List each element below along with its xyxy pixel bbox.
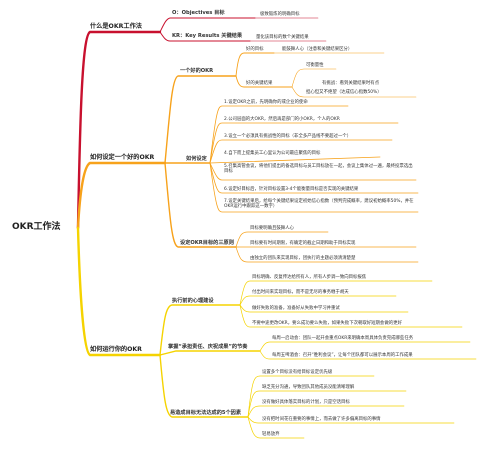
branch-how-to-set-okr: 如何设定一个好的OKR (90, 154, 155, 161)
step-2: 2.公司层面的大OKR，然后再是部门的小OKR，个人的OKR (224, 117, 340, 122)
mental-item-3: 做好失败的准备，准备好从失败中学习并重试 (252, 306, 340, 311)
factor-2: 缺乏充分沟通，导致团队其他成员没能清晰理解 (262, 385, 355, 390)
root-to-branch-red (76, 30, 162, 230)
node-key-results: KR：Key Results 关键结果 (172, 33, 243, 39)
node-rhythm: 掌握“承担责任、庆祝成果”的节奏 (168, 344, 248, 350)
node-good-goal: 好的目标 (246, 47, 264, 52)
mental-item-2: 付出时间来实现目标，而不是无尽的事务缠于胡天 (252, 290, 349, 295)
factor-5: 轻易放弃 (262, 432, 280, 437)
mental-item-1: 目标明确、反复传达给所有人，所有人步调一致向目标报焦 (252, 275, 367, 280)
step-1: 1.设定OKR之前，先明确你的或企业的使命 (224, 100, 308, 105)
factor-1: 设置多个目标没有给目标设定优先级 (262, 370, 333, 375)
principle-1: 目标要明确且鼓舞人心 (250, 226, 294, 231)
step-7: 7.设定关键结果后，给每个关键结果设定初始信心指数（预判完成概率，建议初始概率5… (224, 199, 414, 210)
principle-2: 目标要有时间期限，有确定的截止日期和助于目标实现 (250, 241, 356, 246)
node-failure-factors: 易造成目标无法达成的5个因素 (170, 410, 242, 416)
rhythm-item-1: 每周一启动会：团队一起开会重点OKR来明确本周具体负责完成哪些任务 (272, 336, 414, 341)
node-three-principles: 设定OKR目标的三原则 (180, 240, 234, 246)
leaf-good-goal-note: 能鼓舞人心（注意和关键结果区分） (282, 47, 353, 52)
node-objectives: O：Objectives 目标 (172, 10, 225, 16)
root-topic: OKR工作法 (12, 222, 61, 232)
mental-item-4: 不要中途更改OKR，要么成功要么失败，如果失败下次朝取好短期会做的更好 (252, 321, 402, 326)
step-4: 4.自下而上提集员工心里认为公司最应聚焦的目标 (224, 151, 321, 156)
branch-what-is-okr: 什么是OKR工作法 (90, 23, 142, 30)
node-mental-prep: 执行前的心理建设 (172, 298, 214, 304)
step-3: 3.设立一个必须具有挑战性的目标（非全多产品线不要超过一个） (224, 134, 352, 139)
factor-4: 没有把时间花在重要的事情上，而去做了许多偏离目标的事情 (262, 417, 381, 422)
step-6: 6.设定好目标后，针对目标设置3-4个能衡量目标是否实现的关键结果 (224, 187, 359, 192)
node-how-to-set: 如何设定 (186, 156, 207, 162)
leaf-objectives-desc: 极致锻炼的明确目标 (260, 12, 300, 17)
step-5: 5.召集高管会议，将他们提出的备选目标与员工目标放在一起，会议上集体过一遍，最终… (224, 164, 413, 175)
root-to-branch-orange (76, 161, 167, 230)
leaf-challenging: 有挑战：看到关键结果时有点 (322, 81, 380, 86)
branch-how-to-run-okr: 如何运行你的OKR (90, 346, 142, 353)
factor-3: 没有做好具体落实目标的计划，只是空话目标 (262, 400, 350, 405)
node-good-kr: 好的关键结果 (246, 81, 273, 86)
leaf-challenging-detail: 担心但又不绝望（达成信心指数50%） (306, 90, 382, 95)
rhythm-item-2: 每周五啤酒会：召开“胜利会议”，让每个团队都可以展示本周的工作成果 (272, 353, 413, 358)
node-good-okr: 一个好的OKR (180, 68, 214, 74)
leaf-key-results-desc: 量化该目标的数个关键结果 (256, 35, 309, 40)
principle-3: 由独立的团队来实现目标，团执行的主题必须清清楚楚 (250, 256, 356, 261)
root-to-branch-yellow (76, 226, 162, 357)
leaf-measurable: 可衡量性 (306, 63, 324, 68)
